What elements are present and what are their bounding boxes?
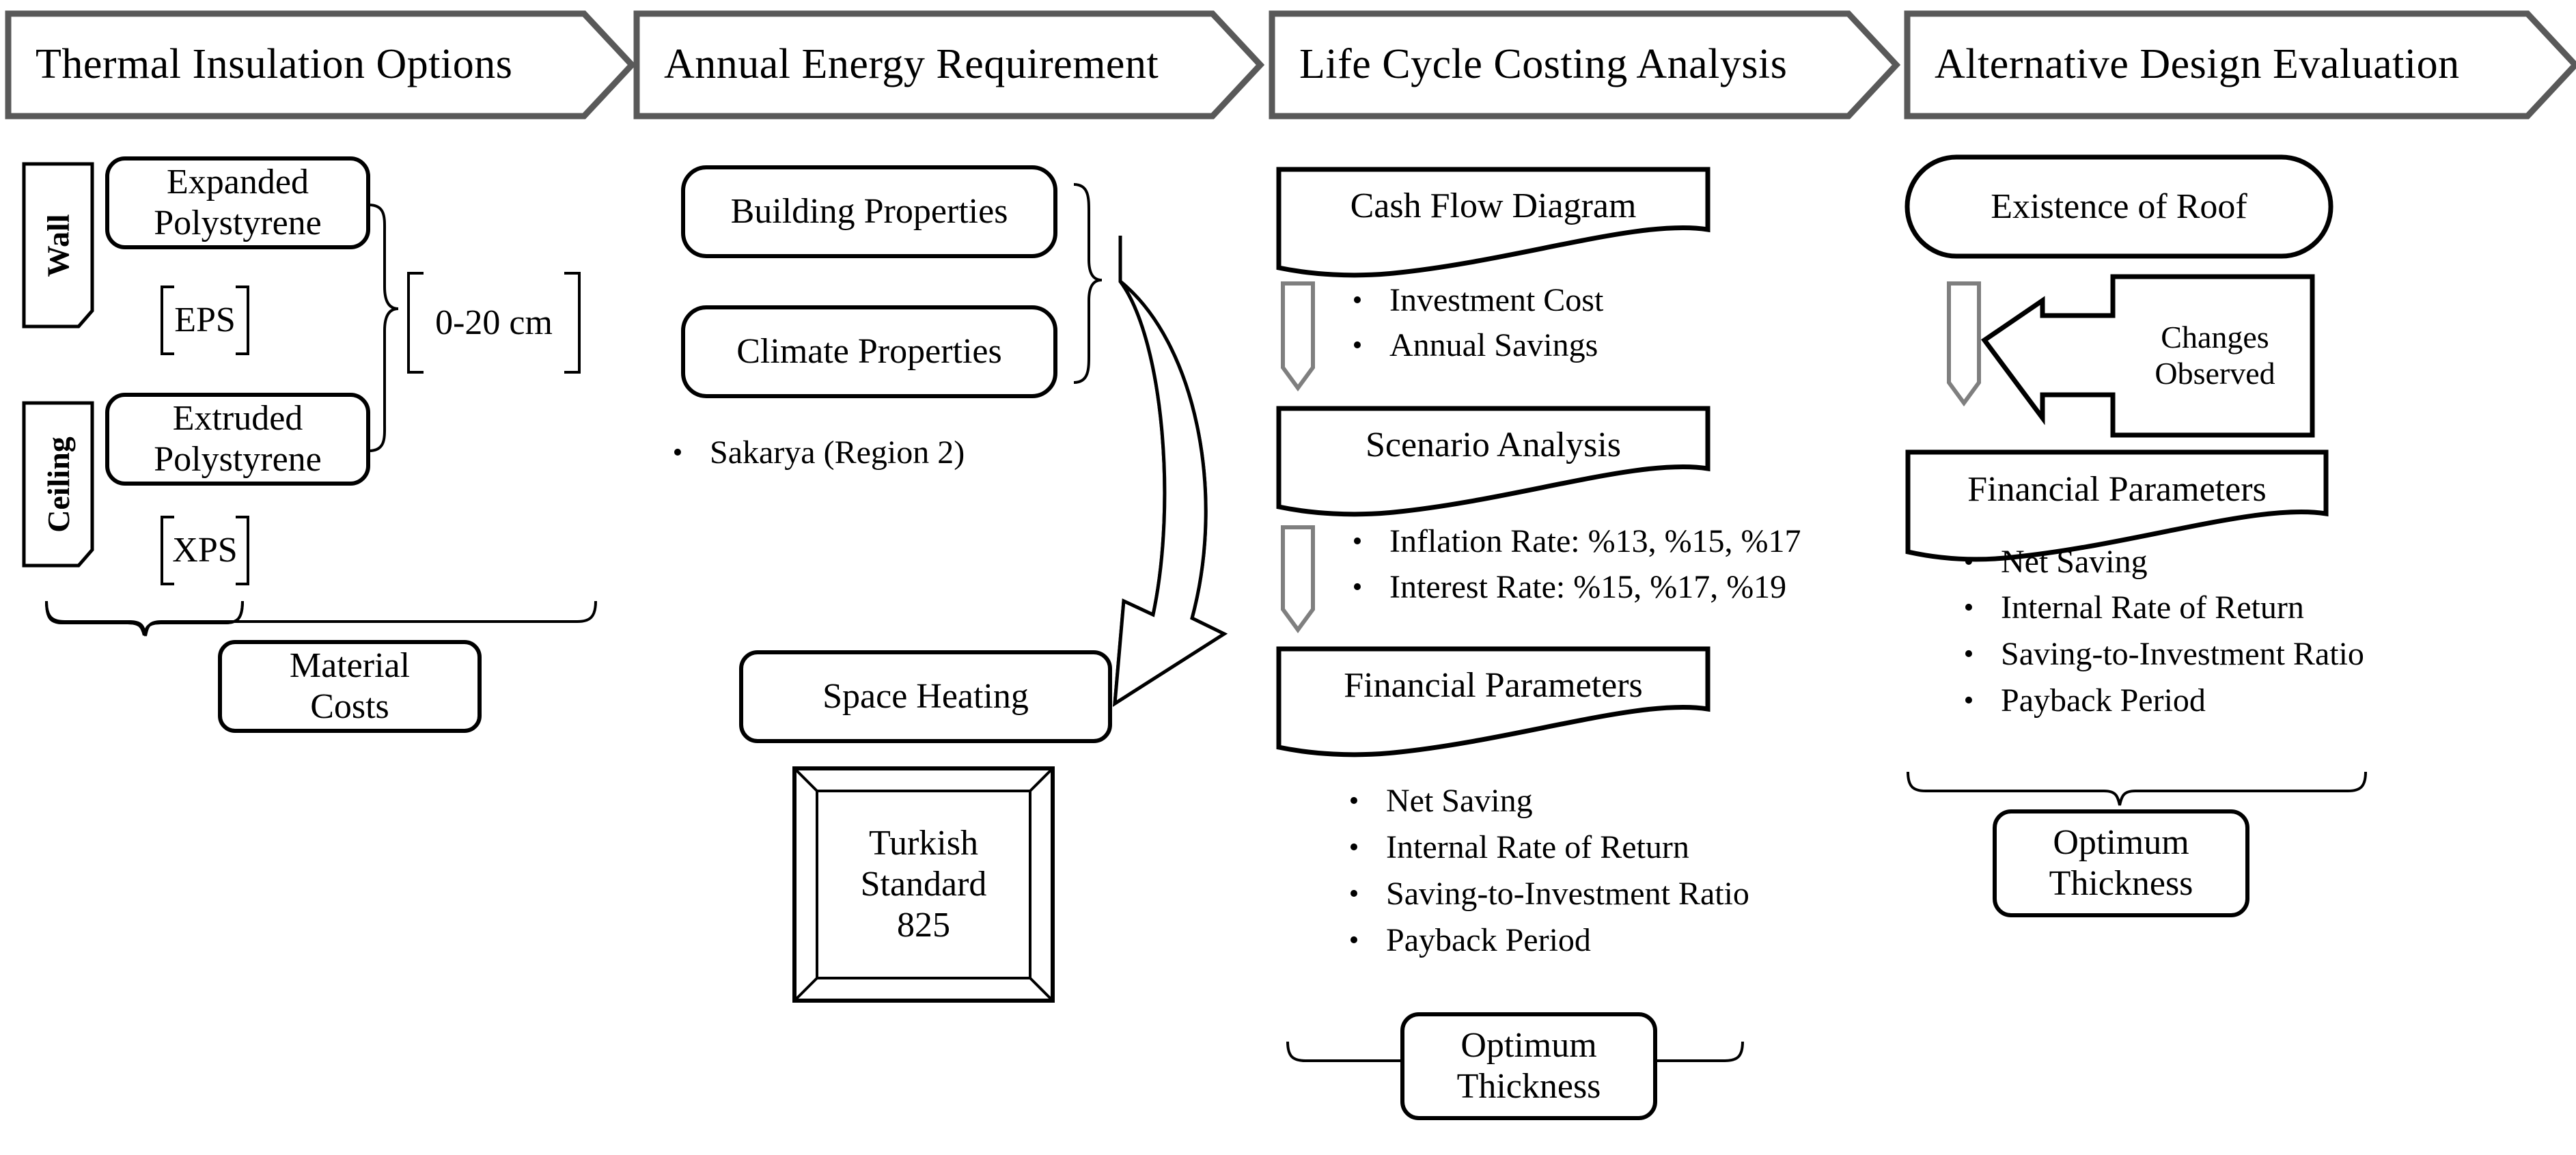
thickness-brace	[368, 204, 399, 452]
list-item-label: Saving-to-Investment Ratio	[1386, 876, 1749, 912]
side-label-plate-wall	[22, 162, 94, 329]
property-box-climate[interactable]	[681, 305, 1057, 398]
bullet-glyph: •	[1348, 785, 1359, 817]
header-label-1: Thermal Insulation Options	[36, 41, 513, 88]
doc-box-scenario[interactable]	[1276, 406, 1711, 517]
bullet-glyph: •	[1963, 546, 1974, 578]
doc-label-scenario: Scenario Analysis	[1365, 426, 1622, 465]
thickness-range-label: 0-20 cm	[435, 303, 553, 342]
result-box-material-costs[interactable]	[218, 640, 482, 733]
bullet-glyph: •	[1963, 684, 1974, 716]
list-item-label: Net Saving	[1386, 783, 1533, 819]
header-label-2: Annual Energy Requirement	[664, 41, 1159, 88]
list-item-sir-3: • Saving-to-Investment Ratio	[1342, 875, 1749, 913]
header-label-4: Alternative Design Evaluation	[1935, 41, 2460, 88]
list-item-label: Payback Period	[1386, 922, 1591, 958]
list-item-sir-4: • Saving-to-Investment Ratio	[1957, 635, 2364, 673]
output-label-space-heating: Space Heating	[822, 677, 1029, 716]
material-box-xps[interactable]	[105, 393, 370, 486]
list-item-region: • Sakarya (Region 2)	[666, 434, 965, 471]
material-box-label-xps: Extruded Polystyrene	[154, 399, 322, 479]
list-item-payback-4: • Payback Period	[1957, 682, 2206, 719]
list-item-net-saving-4: • Net Saving	[1957, 543, 2148, 581]
material-costs-brace-wide	[45, 600, 597, 637]
result-box-optimum-thickness-col3[interactable]	[1400, 1012, 1657, 1120]
list-item-irr-3: • Internal Rate of Return	[1342, 829, 1689, 866]
abbrev-bracket-xps	[161, 516, 249, 585]
optimum-brace-col4	[1907, 771, 2367, 806]
list-item-label: Internal Rate of Return	[2001, 589, 2304, 626]
list-item-label: Payback Period	[2001, 682, 2206, 719]
header-banner-4[interactable]	[1904, 10, 2576, 120]
header-banner-2[interactable]	[633, 10, 1265, 120]
list-item-annual-savings: • Annual Savings	[1346, 326, 1598, 364]
list-item-label: Net Saving	[2001, 544, 2148, 580]
bullet-glyph: •	[1348, 831, 1359, 863]
down-arrow-2	[1281, 525, 1315, 634]
result-label-optimum-thickness-col4: Optimum Thickness	[2049, 823, 2193, 903]
property-label-climate: Climate Properties	[736, 332, 1002, 372]
abbrev-label-eps: EPS	[174, 301, 236, 340]
side-label-ceiling: Ceiling	[40, 436, 76, 533]
doc-label-cash-flow: Cash Flow Diagram	[1350, 186, 1637, 226]
list-item-irr-4: • Internal Rate of Return	[1957, 589, 2304, 626]
bullet-glyph: •	[1352, 525, 1363, 557]
list-item-label: Interest Rate: %15, %17, %19	[1389, 569, 1787, 605]
doc-box-cash-flow[interactable]	[1276, 167, 1711, 278]
list-item-investment-cost: • Investment Cost	[1346, 281, 1604, 319]
header-label-3: Life Cycle Costing Analysis	[1299, 41, 1788, 88]
callout-label-changes-observed: Changes Observed	[2155, 320, 2275, 391]
standard-box-frame[interactable]	[792, 766, 1055, 1003]
bullet-glyph: •	[1348, 878, 1359, 910]
header-banner-1[interactable]	[5, 10, 637, 120]
header-banner-3[interactable]	[1269, 10, 1901, 120]
bullet-glyph: •	[1352, 571, 1363, 603]
bullet-glyph: •	[672, 436, 683, 469]
properties-brace	[1073, 183, 1103, 384]
list-item-payback-3: • Payback Period	[1342, 921, 1591, 959]
result-box-optimum-thickness-col4[interactable]	[1993, 809, 2249, 917]
bullet-glyph: •	[1352, 284, 1363, 316]
thickness-bracket	[407, 272, 581, 374]
bullet-glyph: •	[1963, 638, 1974, 670]
doc-label-financial-params-4: Financial Parameters	[1967, 470, 2267, 510]
pill-label-existence-of-roof: Existence of Roof	[1991, 186, 2247, 226]
abbrev-bracket-eps	[161, 286, 249, 355]
list-item-label: Internal Rate of Return	[1386, 829, 1689, 865]
bullet-glyph: •	[1352, 329, 1363, 361]
list-item-label: Inflation Rate: %13, %15, %17	[1389, 523, 1801, 559]
bullet-glyph: •	[1963, 592, 1974, 624]
doc-box-financial-params-3[interactable]	[1276, 646, 1711, 757]
material-box-eps[interactable]	[105, 156, 370, 249]
bullet-glyph: •	[1348, 924, 1359, 956]
doc-label-financial-params-3: Financial Parameters	[1344, 666, 1643, 706]
abbrev-label-xps: XPS	[172, 531, 238, 570]
result-label-material-costs: Material Costs	[289, 646, 411, 726]
down-arrow-col4	[1947, 281, 1981, 407]
list-item-label: Annual Savings	[1389, 327, 1598, 363]
property-box-building[interactable]	[681, 165, 1057, 258]
material-box-label-eps: Expanded Polystyrene	[154, 163, 322, 242]
standard-label: Turkish Standard 825	[860, 824, 987, 945]
list-item-net-saving-3: • Net Saving	[1342, 782, 1533, 820]
pill-box-existence-of-roof[interactable]	[1905, 154, 2333, 259]
list-item-label: Saving-to-Investment Ratio	[2001, 636, 2364, 672]
list-item-label: Investment Cost	[1389, 282, 1604, 318]
side-label-wall: Wall	[40, 213, 76, 277]
curved-flow-arrow	[1113, 236, 1228, 707]
output-box-space-heating[interactable]	[739, 650, 1112, 743]
list-item-interest-rate: • Interest Rate: %15, %17, %19	[1346, 568, 1787, 606]
down-arrow-1	[1281, 281, 1315, 392]
result-label-optimum-thickness-col3: Optimum Thickness	[1456, 1026, 1601, 1106]
callout-arrow-changes-observed[interactable]	[1981, 274, 2315, 438]
property-label-building: Building Properties	[730, 192, 1008, 232]
list-item-label: Sakarya (Region 2)	[710, 434, 965, 471]
side-label-plate-ceiling	[22, 401, 94, 568]
doc-box-financial-params-4[interactable]	[1905, 449, 2329, 562]
list-item-inflation-rate: • Inflation Rate: %13, %15, %17	[1346, 523, 1801, 560]
